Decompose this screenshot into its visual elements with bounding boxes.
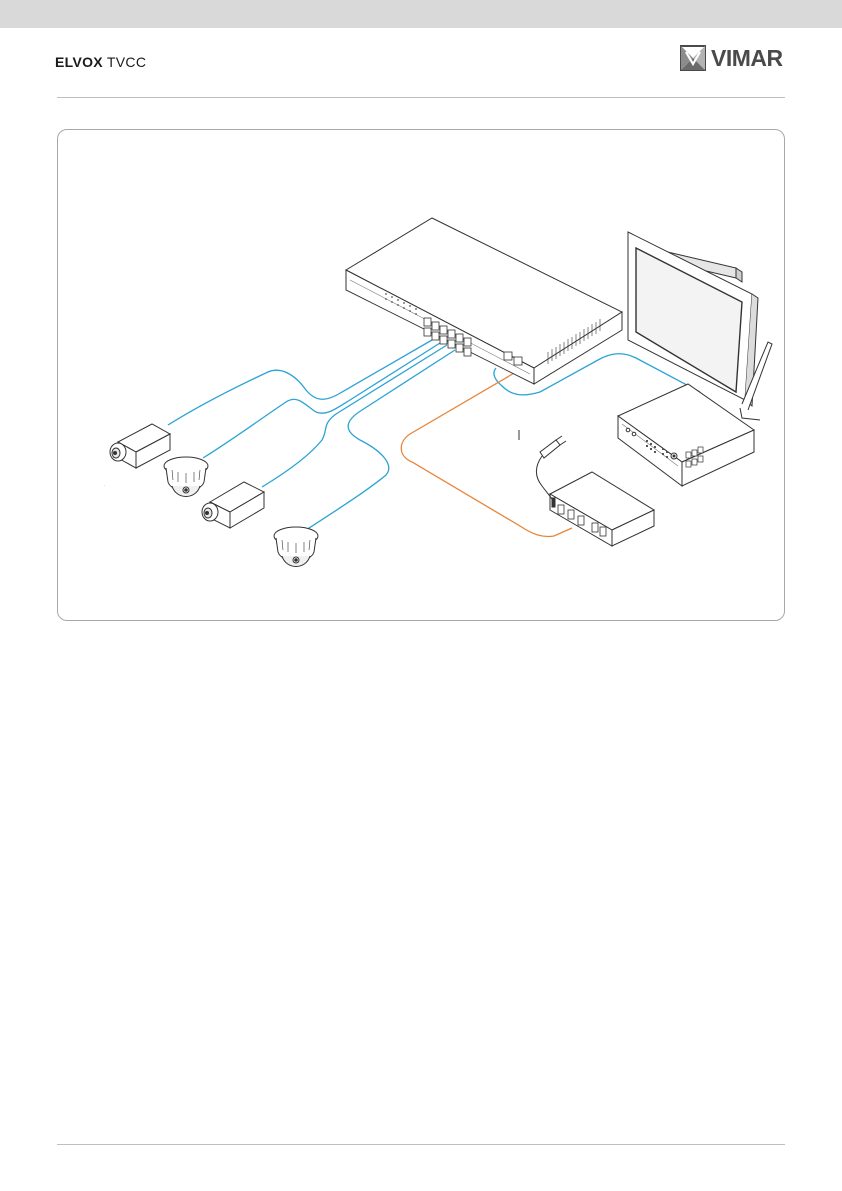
footer-divider: [57, 1144, 785, 1145]
dome-camera-icon: [274, 527, 318, 567]
box-camera-icon: [110, 424, 170, 468]
camera-mark: .: [104, 482, 105, 487]
dome-camera-icon: [164, 457, 208, 497]
poe-switch-icon: [346, 218, 622, 384]
cable-dome-camera-2: [306, 350, 455, 530]
nvr-recorder-icon: [618, 384, 754, 486]
cable-box-camera-1: [168, 340, 432, 425]
video-balun-icon: [550, 472, 654, 546]
box-camera-icon: [202, 482, 264, 528]
